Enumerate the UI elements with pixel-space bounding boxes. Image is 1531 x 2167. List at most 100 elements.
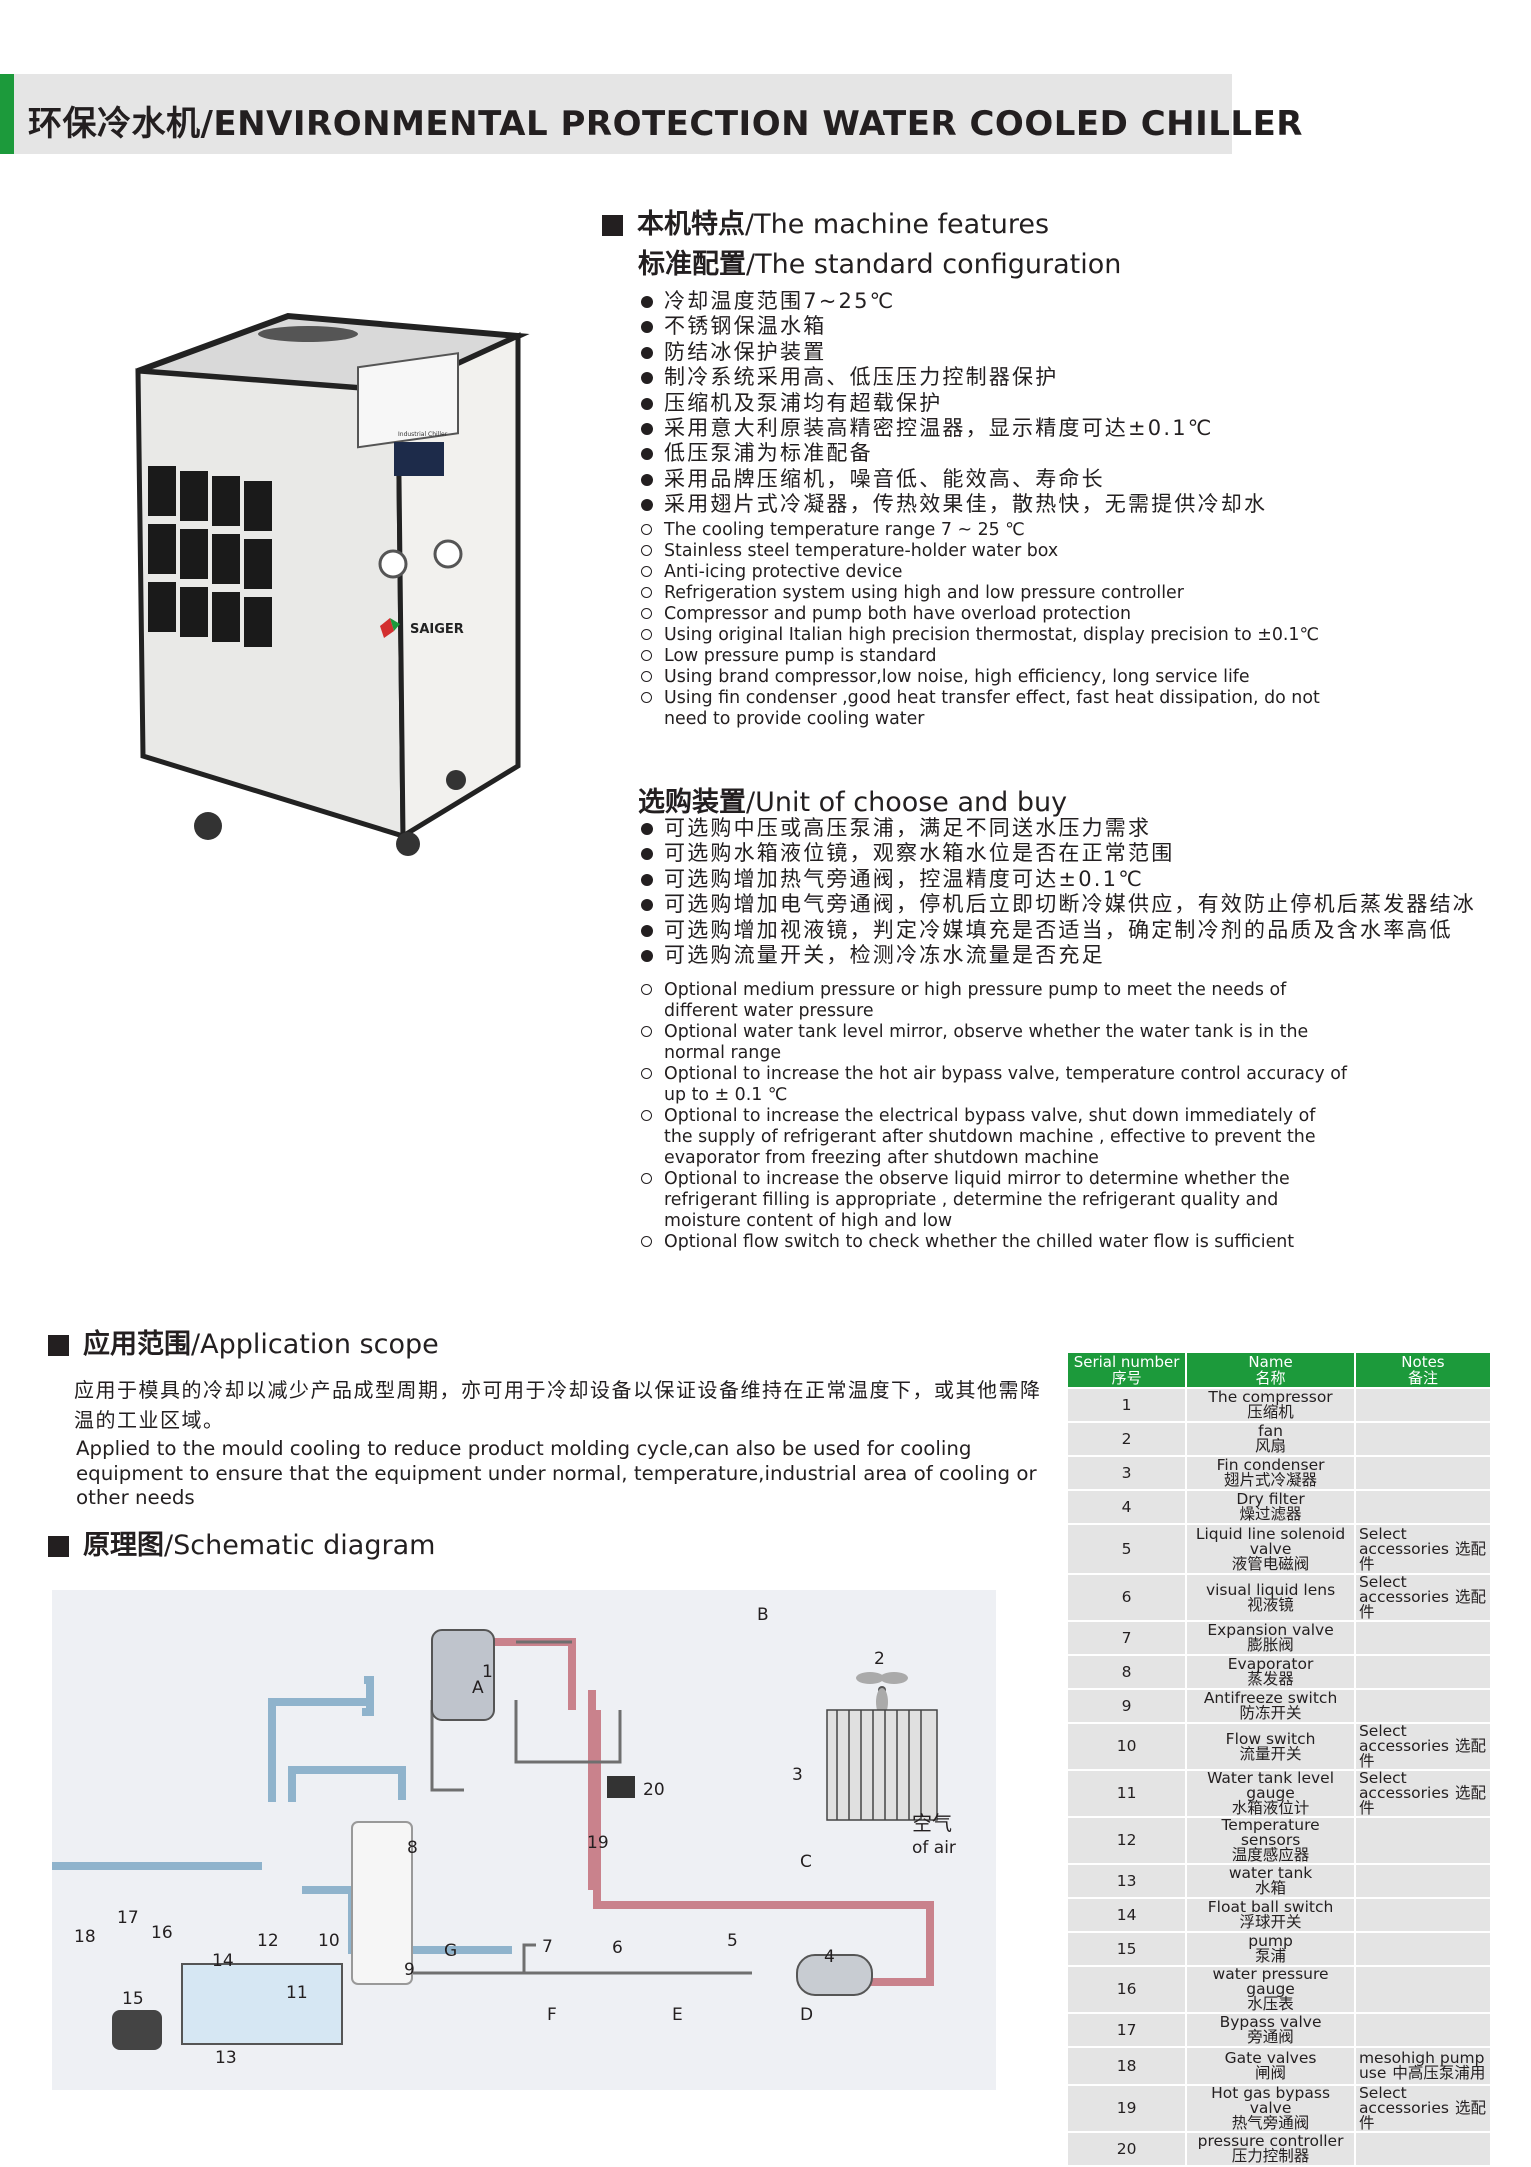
label-G: G — [444, 1941, 457, 1961]
cell-serial: 20 — [1065, 2131, 1188, 2167]
list-item: Optional to increase the electrical bypa… — [638, 1106, 1348, 1169]
cell-name-cn: 泵浦 — [1255, 1947, 1287, 1965]
cell-name-cn: 旁通阀 — [1247, 2028, 1294, 2046]
cell-name-en: Float ball switch — [1207, 1898, 1334, 1916]
cell-name-cn: 浮球开关 — [1239, 1913, 1302, 1931]
label-A: A — [472, 1678, 484, 1698]
label-15: 15 — [122, 1989, 144, 2009]
cell-name-en: visual liquid lens — [1205, 1580, 1336, 1599]
cell-name-cn: 燥过滤器 — [1239, 1505, 1302, 1523]
cell-name-en: Expansion valve — [1207, 1621, 1334, 1639]
list-item: Optional water tank level mirror, observ… — [638, 1022, 1348, 1064]
list-item: 可选购增加热气旁通阀，控温精度可达±0.1℃ — [638, 867, 1476, 892]
cell-name-en: Water tank level gauge — [1207, 1769, 1334, 1802]
cell-serial: 18 — [1065, 2046, 1188, 2086]
schematic-diagram: 1 2 3 4 5 6 7 8 9 10 11 12 13 14 15 16 1… — [52, 1605, 956, 2068]
cell-notes-cn: 选配件 — [1358, 1539, 1486, 1573]
list-item: 采用翅片式冷凝器，传热效果佳，散热快，无需提供冷却水 — [638, 492, 1267, 517]
cell-notes — [1353, 1421, 1493, 1457]
cell-name-en: water pressure gauge — [1212, 1965, 1329, 1998]
cell-name-en: Flow switch — [1225, 1729, 1316, 1748]
schematic-heading: 原理图/Schematic diagram — [48, 1523, 435, 1562]
cell-name-en: Temperature sensors — [1221, 1816, 1320, 1849]
standard-config-heading: 标准配置/The standard configuration — [638, 249, 1122, 280]
label-9: 9 — [404, 1960, 415, 1980]
panel-label: Industrial Chiller — [398, 431, 448, 438]
cell-serial: 5 — [1065, 1523, 1188, 1575]
header-accent-bar — [0, 74, 14, 154]
cell-notes-cn: 中高压泵浦用 — [1392, 2064, 1486, 2082]
label-E: E — [672, 2005, 683, 2025]
cell-name-cn: 液管电磁阀 — [1231, 1554, 1310, 1573]
label-F: F — [547, 2005, 557, 2025]
cell-name-en: Dry filter — [1236, 1490, 1305, 1508]
list-item: 防结冰保护装置 — [638, 340, 1267, 365]
cell-serial: 6 — [1065, 1573, 1188, 1622]
cell-serial: 13 — [1065, 1863, 1188, 1899]
list-item: 低压泵浦为标准配备 — [638, 441, 1267, 466]
label-11: 11 — [286, 1983, 308, 2003]
list-item: Stainless steel temperature-holder water… — [638, 541, 1338, 562]
square-bullet-icon — [48, 1335, 69, 1356]
cell-name-en: fan — [1258, 1422, 1283, 1440]
cell-serial: 17 — [1065, 2012, 1188, 2048]
label-12: 12 — [257, 1931, 279, 1951]
list-item: Anti-icing protective device — [638, 562, 1338, 583]
cell-notes — [1353, 1455, 1493, 1491]
cell-serial: 8 — [1065, 1654, 1188, 1690]
list-item: Using brand compressor,low noise, high e… — [638, 667, 1338, 688]
cell-name-cn: 视液镜 — [1247, 1595, 1294, 1614]
cell-notes — [1353, 1387, 1493, 1423]
list-item: Optional to increase the observe liquid … — [638, 1169, 1348, 1232]
brand-logo-text: SAIGER — [410, 622, 464, 637]
label-B: B — [757, 1605, 769, 1625]
cell-serial: 3 — [1065, 1455, 1188, 1491]
label-1: 1 — [482, 1662, 493, 1682]
label-3: 3 — [792, 1765, 803, 1785]
cell-name-cn: 风扇 — [1255, 1437, 1287, 1455]
optional-heading: 选购装置/Unit of choose and buy — [638, 787, 1068, 818]
cell-serial: 4 — [1065, 1489, 1188, 1525]
cell-name-cn: 温度感应器 — [1231, 1846, 1310, 1864]
cell-name-cn: 膨胀阀 — [1247, 1636, 1294, 1654]
label-10: 10 — [318, 1931, 340, 1951]
cell-name-en: Gate valves — [1224, 2049, 1317, 2067]
cell-notes-en: Select accessories — [1358, 1769, 1449, 1802]
cell-name-cn: 防冻开关 — [1239, 1704, 1302, 1722]
cell-name-en: water tank — [1228, 1864, 1313, 1882]
cell-name-en: pump — [1248, 1932, 1293, 1950]
cell-serial: 12 — [1065, 1816, 1188, 1865]
cell-name-cn: 水箱液位计 — [1231, 1799, 1310, 1817]
list-item: The cooling temperature range 7 ~ 25 ℃ — [638, 520, 1338, 541]
cell-name-cn: 热气旁通阀 — [1231, 2114, 1310, 2132]
cell-notes — [1353, 1863, 1493, 1899]
optional-list-en: Optional medium pressure or high pressur… — [638, 980, 1348, 1253]
cell-name-en: Evaporator — [1227, 1655, 1314, 1673]
page-title: 环保冷水机/ENVIRONMENTAL PROTECTION WATER COO… — [28, 104, 1303, 144]
list-item: 采用意大利原装高精密控温器，显示精度可达±0.1℃ — [638, 416, 1267, 441]
cell-name-cn: 水箱 — [1255, 1879, 1287, 1897]
